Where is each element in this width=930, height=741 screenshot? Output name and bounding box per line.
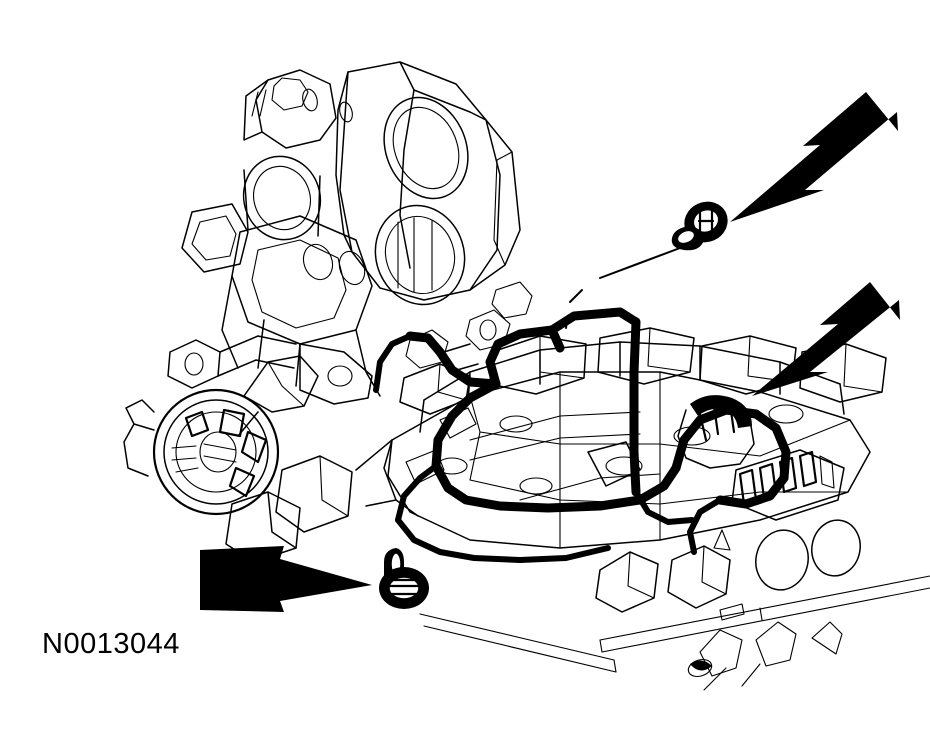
wiring-harness [373,307,791,563]
lower-right-bracket [419,519,930,691]
column-lever-arm [167,335,373,405]
steering-column-upper-bolt [671,201,728,251]
multifunction-switch [123,355,353,563]
wiring-harness-retainer [677,395,755,469]
callout-arrow-upper-right [730,92,898,222]
steering-column-bracket [181,69,381,397]
callout-arrow-lower-left [200,546,372,612]
callout-arrow-middle-right [752,282,900,396]
steering-column-lower-bolt [379,548,429,609]
bolt-leader-line [565,247,681,329]
figure-label: N0013044 [42,628,180,660]
steering-column-housing [335,61,521,306]
